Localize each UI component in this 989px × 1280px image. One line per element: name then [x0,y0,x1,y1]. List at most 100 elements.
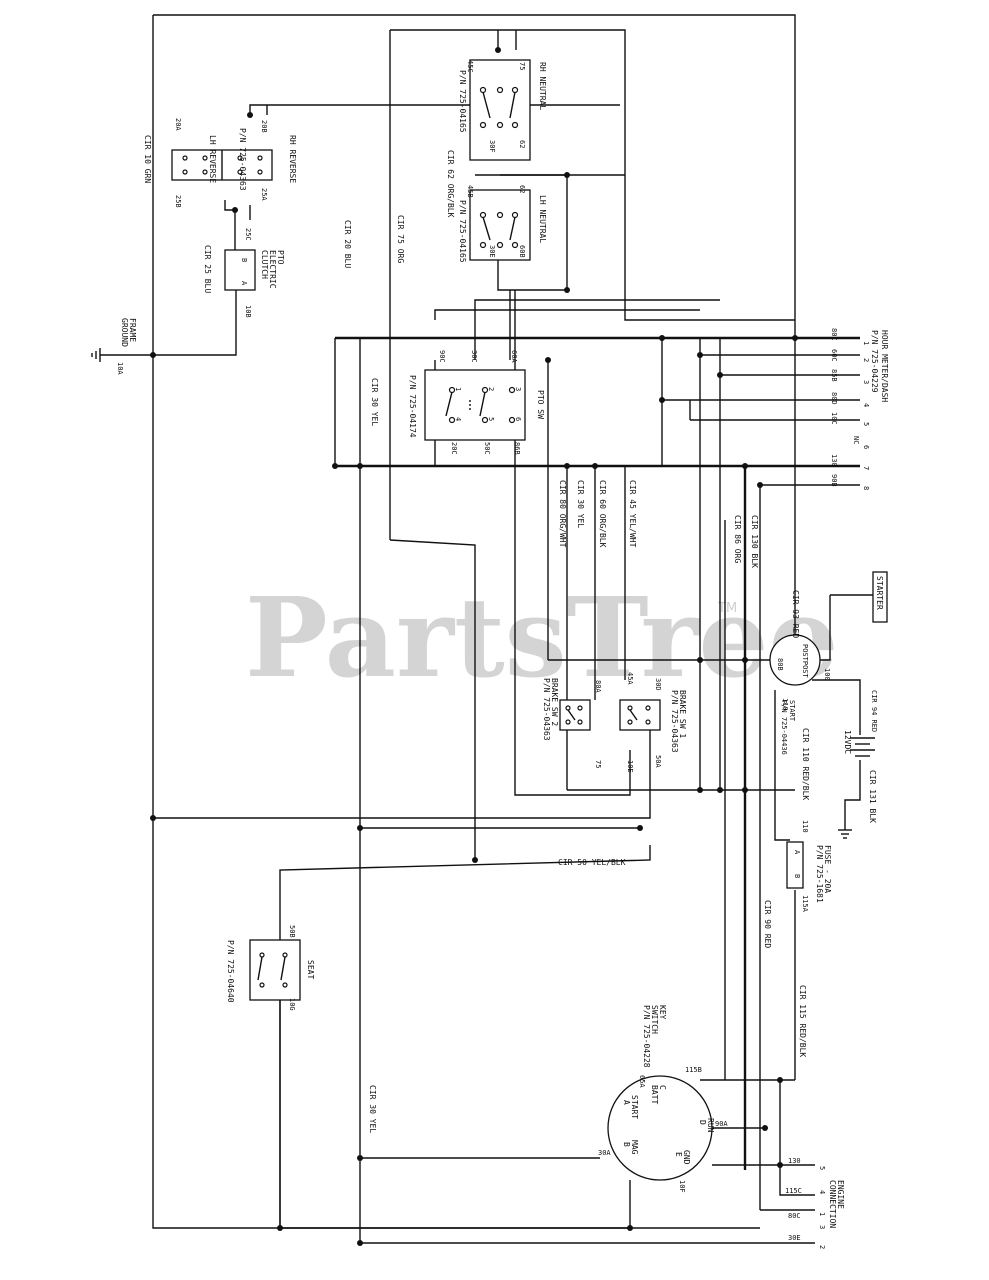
cir130-label: CIR 130 BLK [750,515,759,568]
pto-p3: 3 [514,387,522,391]
lh-neutral-label: LH NEUTRAL [538,195,547,243]
brake-sw2-pn: P/N 725-04363 [542,678,551,741]
cir75-label: CIR 75 ORG [396,215,405,263]
key-start: START [630,1095,639,1119]
circuit-labels: CIR 80 ORG/WHT CIR 30 YEL CIR 60 ORG/BLK… [368,480,759,1133]
key-t115b: 115B [685,1066,702,1074]
cir30-label: CIR 30 YEL [370,378,379,426]
hm-wire-4: 80D [830,392,838,405]
cir50-label: CIR 50 YEL/BLK [558,858,626,867]
key-t65a: 65A [638,1075,646,1088]
watermark: PartsTree [245,573,839,702]
lh-neutral-switch: LH NEUTRAL P/N 725-04165 45B 62 30E 60B … [446,150,547,263]
cir62-label: CIR 62 ORG/BLK [446,150,455,218]
brake-t80a: 80A [594,680,602,693]
pto-clutch-t10b: 10B [244,305,252,318]
cir45-label: CIR 45 YEL/WHT [628,480,637,548]
pto-p2: 2 [487,387,495,391]
engine-t115c: 115C [785,1187,802,1195]
pto-t50c: 50C [483,442,491,455]
hm-pin-2: 2 [862,358,870,362]
frame-ground: FRAME GROUND 10A [91,318,153,375]
watermark-tm: TM [717,601,737,616]
hm-pin-5: 5 [862,422,870,426]
solenoid-pn: P/N 725-04436 [780,700,788,755]
brake-t10e: 10E [626,760,634,773]
frame-ground-label2: GROUND [120,318,129,347]
key-mag: MAG [630,1140,639,1155]
pto-switch-label: PTO SW [536,390,545,419]
hm-wire-6: NC [852,436,860,444]
key-t30a: 30A [598,1149,611,1157]
seat-t10g: 10G [288,998,296,1011]
solenoid-name1: POSTPOST [801,644,809,679]
rev-t20b: 20B [260,120,268,133]
key-b: B [622,1142,631,1147]
engine-t30e: 30E [788,1234,801,1242]
key-switch: C BATT START A MAG B RUN D GND E KEY SWI… [598,1005,728,1193]
lh-neutral-t60b: 60B [518,245,526,258]
pto-p5: 5 [487,417,495,421]
fuse-t115a: 115A [801,895,809,913]
engine-pin-2: 2 [818,1245,826,1249]
brake-sw2-label: BRAKE SW 2 [550,678,559,726]
hm-pin-6: 6 [862,445,870,449]
brake-sw1-pn: P/N 725-04363 [670,690,679,753]
cir-batt-label: CIR 94 RED [870,690,878,732]
pto-t20c: 20C [450,442,458,455]
rh-neutral-t45c: 45C [466,60,474,73]
rh-neutral-t62: 62 [518,140,526,148]
key-name2: SWITCH [650,1005,659,1034]
battery-label: 12VDC [843,730,852,754]
lh-neutral-t45b: 45B [466,185,474,198]
cir115-label: CIR 115 RED/BLK [798,985,807,1057]
fuse: A B FUSE - 20A P/N 725-1681 110 115A CIR… [763,820,832,1057]
engine-t80c: 80C [788,1212,801,1220]
engine-connection: ENGINE CONNECTION 5 4 1 3 2 130 115C 80C… [785,1157,845,1249]
seat-switch: SEAT P/N 725-04640 50B 10G [226,925,315,1011]
pto-clutch: B A PTO ELECTRIC CLUTCH 25C 10B CIR 25 B… [203,220,352,318]
hm-wire-7: 130 [830,454,838,467]
seat-pn: P/N 725-04640 [226,940,235,1003]
key-t10f: 10F [678,1180,686,1193]
hm-pin-7: 7 [862,466,870,470]
cir131-label: CIR 131 BLK [868,770,877,823]
pto-t86b: 86B [513,442,521,455]
lh-neutral-t30e: 30E [488,245,496,258]
hm-wire-2: 60C [830,349,838,362]
fuse-b: B [793,874,801,878]
pto-clutch-name2: ELECTRIC [268,250,277,289]
rev-t20a: 20A [174,118,182,131]
cir90-label: CIR 90 RED [763,900,772,948]
engine-pin-3: 3 [818,1225,826,1229]
frame-ground-label1: FRAME [128,318,137,342]
pto-switch: PTO SW P/N 725-04174 90C 30C 60A 20C 50C… [370,215,545,455]
engine-pin-4: 4 [818,1190,826,1194]
pto-t90c: 90C [438,350,446,363]
key-c: C [658,1085,667,1090]
solenoid-t100: 100 [823,668,831,681]
pto-t60a: 60A [510,350,518,363]
rev-t25a: 25A [260,188,268,201]
cir25-label: CIR 25 BLU [203,245,212,293]
solenoid-t110: 110 [781,698,789,711]
pto-clutch-b: B [240,258,248,262]
cir20-label: CIR 20 BLU [343,220,352,268]
fuse-label: FUSE - 20A [823,845,832,893]
brake-t30d: 30D [654,678,662,691]
hour-meter: HOUR METER/DASH P/N 725-04229 1 2 3 4 5 … [830,328,889,490]
rev-t25b: 25B [174,195,182,208]
seat-label: SEAT [306,960,315,979]
rh-reverse-pn: P/N 725-04363 [238,128,247,191]
brake-sw1-label: BRAKE SW 1 [678,690,687,738]
pto-p6: 6 [514,417,522,421]
hm-pin-1: 1 [862,341,870,345]
pto-switch-pn: P/N 725-04174 [408,375,417,438]
fuse-t110b: 110 [801,820,809,833]
key-gnd: GND [682,1150,691,1165]
hm-pin-8: 8 [862,486,870,490]
key-pn: P/N 725-04228 [642,1005,651,1068]
wires [152,14,880,1244]
